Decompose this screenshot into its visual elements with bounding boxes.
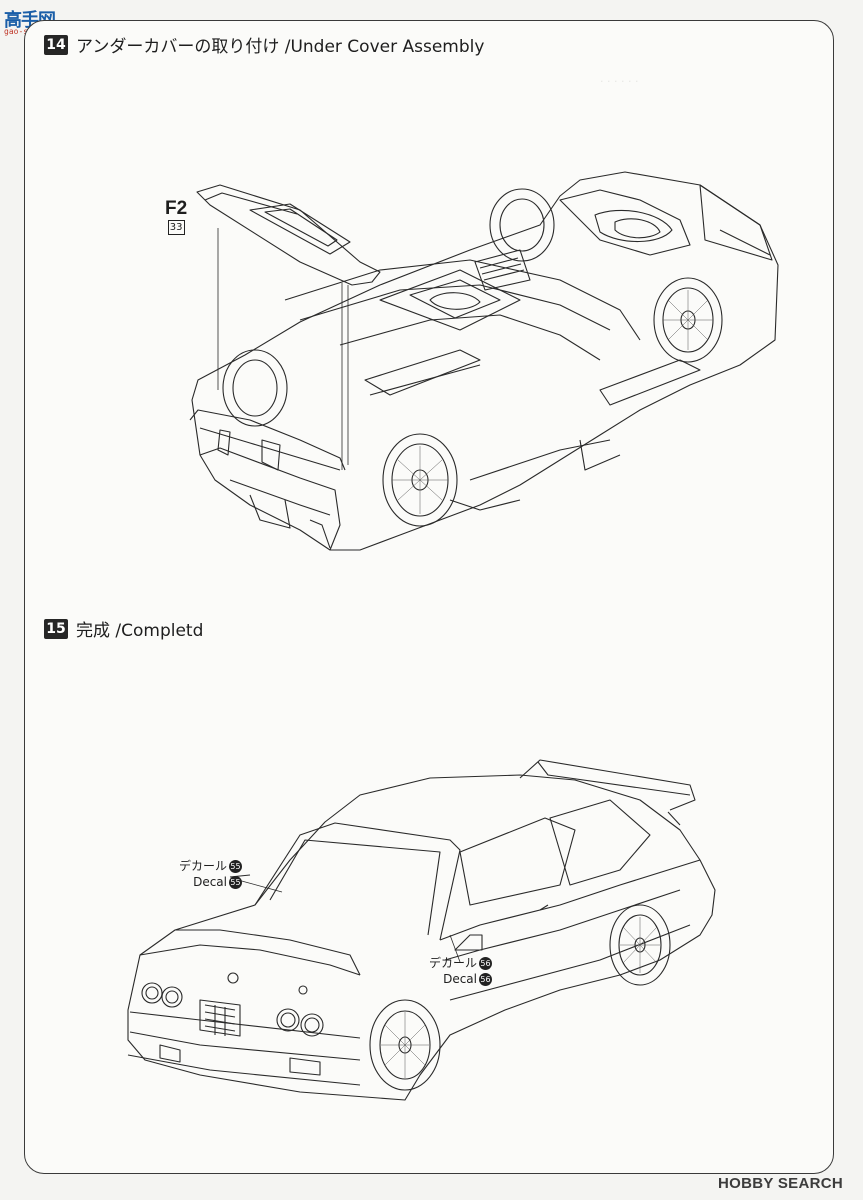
step-15-number: 15 <box>44 618 68 639</box>
step-14-number: 14 <box>44 34 68 55</box>
part-tag-f2: F2 33 <box>165 198 187 235</box>
step-15-title: 完成 /Completd <box>76 621 204 641</box>
instruction-sheet <box>24 20 834 1174</box>
part-code: F2 <box>165 198 188 219</box>
hobby-search-watermark: HOBBY SEARCH <box>717 1175 843 1192</box>
car-underside <box>189 171 779 551</box>
part-number: 33 <box>167 220 185 235</box>
decal-56-number-en: 56 <box>479 973 492 986</box>
step-15-header: 15 完成 /Completd <box>44 616 203 641</box>
decal-55-jp: デカール <box>178 859 227 873</box>
under-cover-panel <box>196 184 381 286</box>
headlights <box>141 982 324 1037</box>
decal-55-en: Decal <box>193 875 227 889</box>
step-14-header: 14 アンダーカバーの取り付け /Under Cover Assembly <box>44 32 484 57</box>
bleed-through-text: · · · · · · <box>600 75 639 88</box>
decal-56-number-jp: 56 <box>479 957 492 970</box>
step-14-title: アンダーカバーの取り付け /Under Cover Assembly <box>76 37 485 57</box>
decal-55-number-en: 55 <box>229 876 242 889</box>
decal-55-number-jp: 55 <box>229 860 242 873</box>
decal-leaders <box>237 879 461 963</box>
car-body <box>127 759 716 1101</box>
completed-wheels <box>369 904 671 1091</box>
decal-56-jp: デカール <box>428 956 477 970</box>
decal-56-en: Decal <box>443 972 477 986</box>
